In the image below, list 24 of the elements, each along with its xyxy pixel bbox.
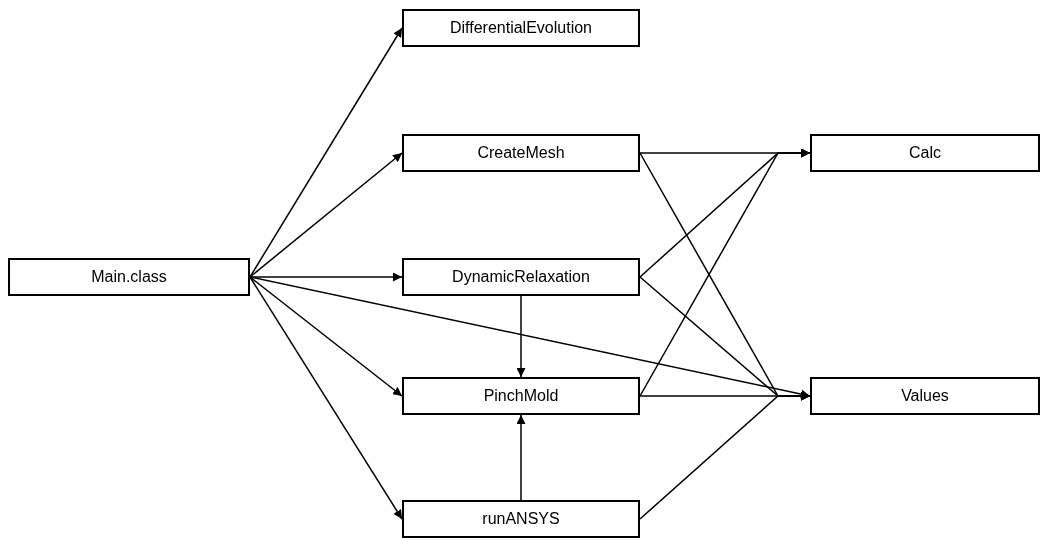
arrow — [249, 276, 403, 520]
class-box — [402, 500, 640, 538]
class-name: PinchMold — [483, 386, 559, 406]
class-name: Main.class — [91, 267, 167, 287]
class-name: CreateMesh — [477, 143, 565, 163]
arrow — [249, 276, 403, 397]
class-box — [402, 377, 640, 415]
arrow — [249, 27, 403, 278]
arrow — [516, 295, 526, 378]
class-name: DynamicRelaxation — [452, 267, 590, 287]
arrow — [249, 272, 403, 282]
class-name: runANSYS — [482, 509, 560, 529]
class-box — [8, 258, 250, 296]
class-name: Values — [901, 386, 949, 406]
class-box — [810, 134, 1040, 172]
arrow — [249, 152, 403, 278]
class-name: DifferentialEvolution — [450, 18, 592, 38]
arrow — [516, 414, 526, 501]
class-name: Calc — [909, 143, 941, 163]
class-box — [402, 258, 640, 296]
class-box — [810, 377, 1040, 415]
class-box — [402, 134, 640, 172]
class-box — [402, 9, 640, 47]
arrow — [249, 276, 811, 399]
